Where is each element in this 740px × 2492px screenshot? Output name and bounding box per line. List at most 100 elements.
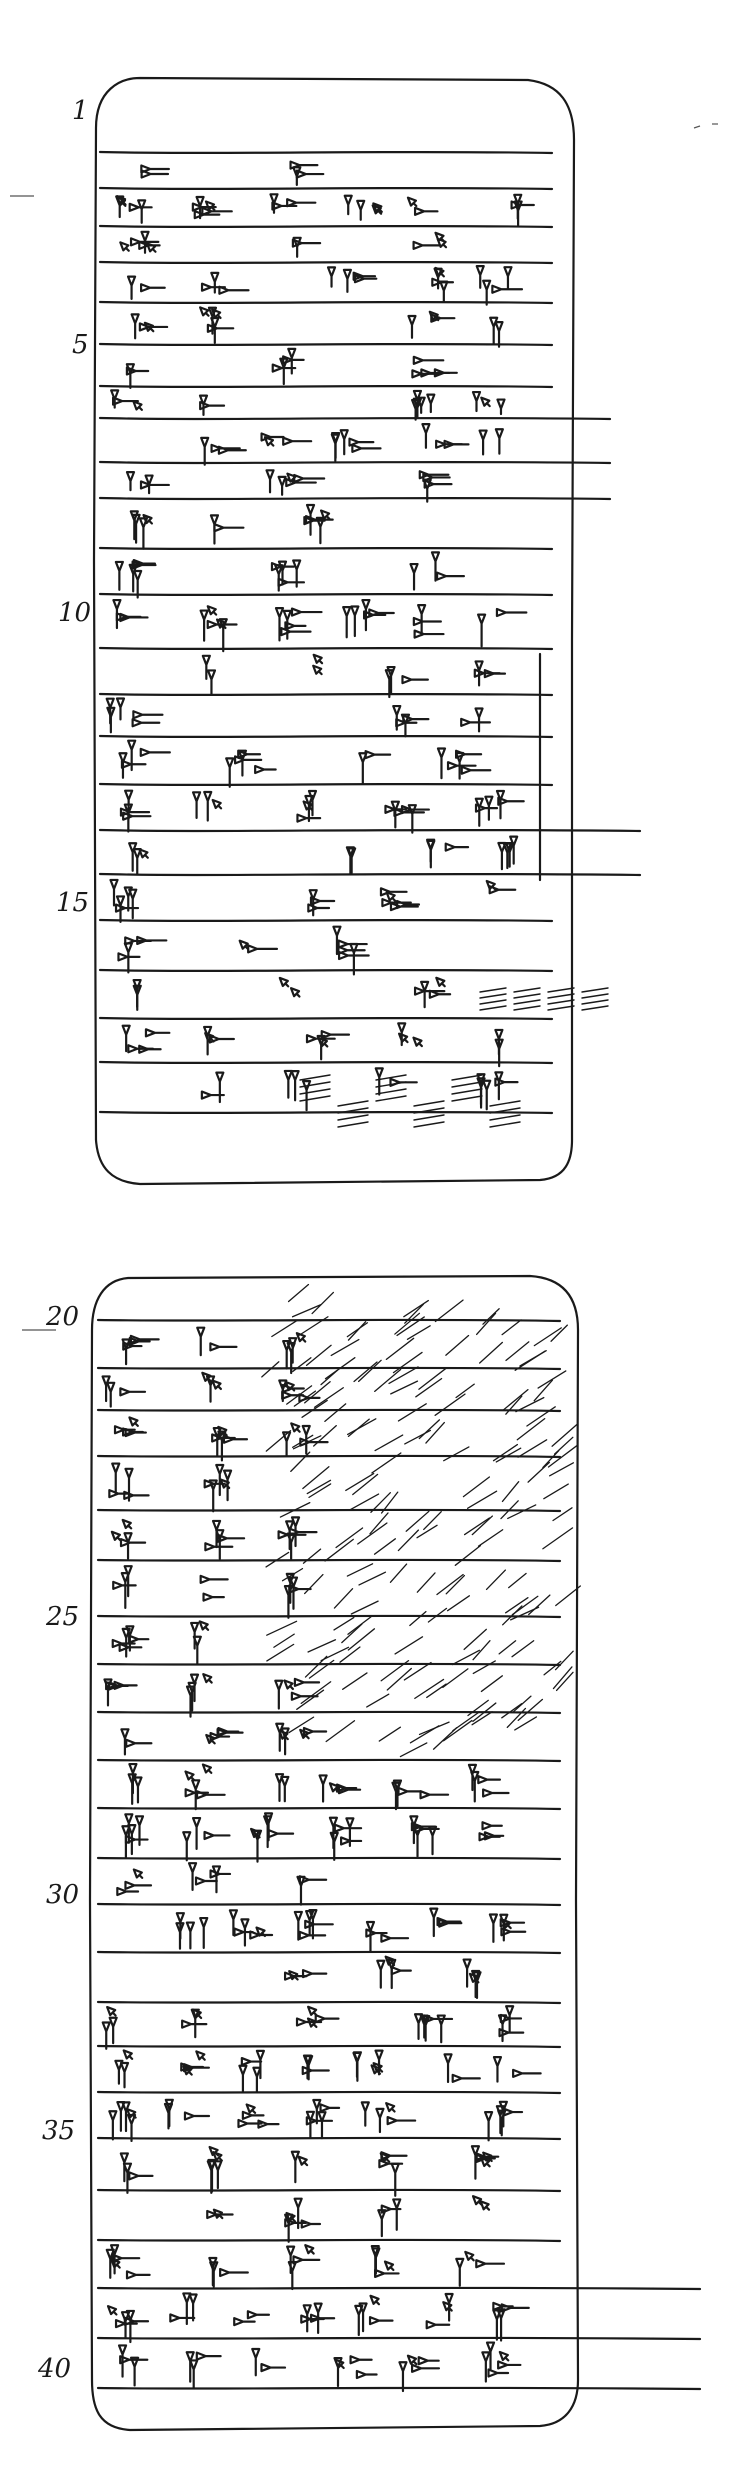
cuneiform-sign	[487, 2368, 510, 2378]
damage-hatch	[414, 1678, 445, 1700]
cuneiform-sign	[417, 603, 427, 637]
cuneiform-sign	[497, 796, 525, 806]
damage-hatch	[375, 1095, 407, 1102]
cuneiform-sign	[201, 1371, 212, 1383]
cuneiform-sign	[202, 1673, 213, 1684]
damage-hatch	[451, 1088, 483, 1095]
damage-hatch	[394, 1636, 424, 1655]
cuneiform-sign	[106, 2305, 118, 2316]
cuneiform-sign	[326, 266, 337, 288]
ruling-line	[96, 2336, 702, 2341]
cuneiform-sign	[282, 1339, 292, 1370]
damage-hatch	[409, 1610, 427, 1627]
cuneiform-sign	[481, 1821, 503, 1831]
cuneiform-sign	[123, 1532, 133, 1560]
damage-hatch	[405, 1510, 430, 1532]
cuneiform-sign	[140, 169, 170, 179]
cuneiform-sign	[313, 2302, 323, 2334]
cuneiform-sign	[298, 1393, 321, 1403]
cuneiform-sign	[204, 1542, 234, 1552]
cuneiform-sign	[128, 1762, 138, 1795]
cuneiform-sign	[380, 1933, 410, 1943]
cuneiform-sign	[292, 2255, 321, 2265]
cuneiform-sign	[412, 355, 445, 365]
damage-hatch	[485, 1569, 507, 1591]
cuneiform-sign	[265, 469, 275, 494]
damage-hatch	[330, 1338, 360, 1357]
cuneiform-sign	[498, 2100, 508, 2128]
damage-hatch	[515, 1396, 545, 1413]
cuneiform-sign	[138, 322, 169, 332]
cuneiform-sign	[128, 842, 138, 872]
cuneiform-sign	[284, 2213, 294, 2243]
cuneiform-sign	[200, 436, 210, 466]
damage-hatch	[516, 1418, 546, 1441]
cuneiform-sign	[216, 1533, 246, 1543]
damage-hatch	[423, 1511, 442, 1531]
damage-hatch	[442, 1668, 469, 1689]
damage-hatch	[337, 1121, 369, 1128]
cuneiform-sign	[502, 2107, 524, 2117]
cuneiform-sign	[413, 629, 445, 639]
cuneiform-sign	[482, 1788, 510, 1798]
ruling-line	[96, 1710, 562, 1715]
cuneiform-sign	[140, 164, 170, 174]
cuneiform-sign	[498, 2350, 510, 2362]
damage-hatch	[413, 1114, 445, 1121]
cuneiform-sign	[348, 437, 375, 447]
cuneiform-sign	[352, 271, 377, 281]
damage-hatch	[358, 1571, 387, 1586]
cuneiform-sign	[293, 2197, 303, 2230]
cuneiform-sign	[383, 2260, 395, 2272]
damage-hatch	[436, 1573, 464, 1596]
line-number-15: 15	[56, 888, 90, 918]
damage-hatch	[455, 1383, 475, 1399]
cuneiform-sign	[411, 398, 421, 421]
damage-hatch	[471, 1711, 493, 1726]
cuneiform-sign	[219, 2267, 249, 2278]
ruling-line	[98, 1110, 554, 1115]
tablet-bottom-signs	[101, 1326, 542, 2393]
cuneiform-sign	[114, 2319, 138, 2329]
damage-hatch	[265, 1429, 292, 1452]
damage-hatch	[471, 1515, 494, 1536]
damage-hatch	[501, 1703, 523, 1719]
cuneiform-sign	[337, 950, 370, 961]
damage-hatch	[550, 1324, 568, 1342]
cuneiform-sign	[345, 1817, 355, 1847]
ruling-line	[96, 1758, 562, 1763]
cuneiform-sign	[119, 2152, 129, 2183]
cuneiform-sign	[201, 206, 233, 216]
cuneiform-sign	[413, 986, 446, 996]
cuneiform-sign	[429, 1907, 439, 1938]
cuneiform-sign	[283, 1679, 294, 1691]
cuneiform-sign	[138, 517, 149, 550]
cuneiform-sign	[413, 2013, 424, 2041]
cuneiform-sign	[211, 798, 223, 810]
damage-hatch	[299, 1095, 331, 1102]
damage-hatch	[581, 999, 609, 1005]
damage-hatch	[346, 1418, 377, 1436]
damage-hatch	[415, 1377, 443, 1398]
cuneiform-sign	[451, 2073, 481, 2083]
cuneiform-sign	[435, 976, 446, 988]
damage-hatch	[416, 1572, 436, 1593]
damage-hatch	[370, 1492, 391, 1513]
damage-hatch	[287, 1283, 310, 1303]
damage-hatch	[266, 1643, 295, 1662]
damage-hatch	[388, 1366, 419, 1385]
cuneiform-sign	[205, 1733, 216, 1745]
cuneiform-sign	[195, 2050, 206, 2061]
damage-hatch	[442, 1719, 473, 1742]
damage-hatch	[527, 1461, 551, 1483]
cuneiform-sign	[128, 888, 138, 920]
damage-hatch	[392, 1351, 423, 1374]
cuneiform-sign	[297, 2155, 309, 2167]
damage-hatch	[451, 1649, 481, 1666]
cuneiform-sign	[274, 1679, 284, 1710]
cuneiform-sign	[384, 1955, 396, 1967]
ruling-line	[98, 918, 554, 923]
damage-hatch	[463, 1517, 491, 1536]
cuneiform-sign	[443, 439, 470, 449]
cuneiform-sign	[392, 2198, 402, 2231]
